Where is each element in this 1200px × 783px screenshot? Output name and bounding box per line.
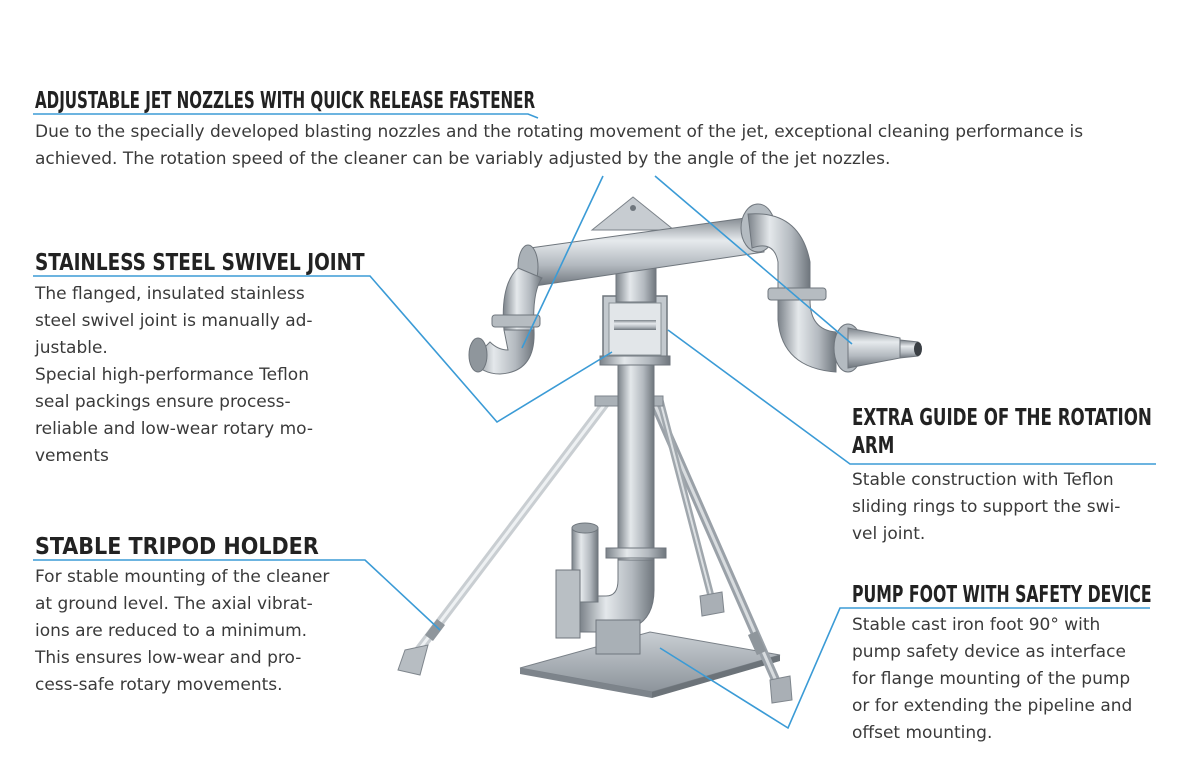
guide-text-line: vel joint. — [852, 524, 926, 544]
tripod-text-line: at ground level. The axial vibrat- — [35, 594, 313, 614]
guide-title: EXTRA GUIDE OF THE ROTATION ARM — [852, 404, 1152, 460]
swivel-text-line: The flanged, insulated stainless — [35, 284, 305, 304]
guide-title-line: ARM — [852, 433, 895, 459]
pump-text-line: pump safety device as interface — [852, 642, 1126, 662]
guide-title-line: EXTRA GUIDE OF THE ROTATION — [852, 405, 1152, 431]
swivel-title: STAINLESS STEEL SWIVEL JOINT — [35, 250, 365, 276]
nozzles-text: Due to the specially developed blasting … — [35, 119, 1175, 173]
nozzles-text-line: Due to the specially developed blasting … — [35, 122, 1084, 142]
leader-nozzles-left — [521, 175, 604, 349]
guide-text-line: Stable construction with Teflon — [852, 470, 1114, 490]
leader-nozzles-right — [654, 175, 853, 345]
pump-text: Stable cast iron foot 90° with pump safe… — [852, 612, 1162, 747]
nozzles-title: ADJUSTABLE JET NOZZLES WITH QUICK RELEAS… — [35, 88, 536, 114]
base-plate — [519, 631, 781, 698]
tripod-text: For stable mounting of the cleaner at gr… — [35, 564, 363, 699]
tripod-title: STABLE TRIPOD HOLDER — [35, 534, 319, 560]
swivel-text-line: seal packings ensure process- — [35, 392, 291, 412]
tripod-text-line: cess-safe rotary movements. — [35, 675, 283, 695]
main-column — [599, 295, 671, 571]
tripod-text-line: This ensures low-wear and pro- — [35, 648, 302, 668]
left-arm — [468, 267, 543, 375]
nozzles-text-line: achieved. The rotation speed of the clea… — [35, 149, 891, 169]
swivel-text-line: vements — [35, 446, 109, 466]
guide-text: Stable construction with Teflon sliding … — [852, 467, 1162, 548]
swivel-text-line: reliable and low-wear rotary mo- — [35, 419, 314, 439]
swivel-text-line: Special high-performance Teflon — [35, 365, 309, 385]
swivel-text: The flanged, insulated stainless steel s… — [35, 281, 363, 470]
tripod-text-line: ions are reduced to a minimum. — [35, 621, 308, 641]
pump-text-line: or for extending the pipeline and — [852, 696, 1133, 716]
swivel-text-line: justable. — [35, 338, 108, 358]
pump-title: PUMP FOOT WITH SAFETY DEVICE — [852, 582, 1152, 608]
leader-pump — [659, 607, 1150, 730]
pump-text-line: offset mounting. — [852, 723, 993, 743]
leader-swivel — [33, 275, 613, 424]
leader-nozzles-underline — [33, 113, 539, 119]
guide-text-line: sliding rings to support the swi- — [852, 497, 1121, 517]
pump-text-line: for flange mounting of the pump — [852, 669, 1131, 689]
swivel-text-line: steel swivel joint is manually ad- — [35, 311, 313, 331]
leader-guide — [667, 329, 1156, 465]
leader-lines — [33, 113, 1156, 730]
pump-text-line: Stable cast iron foot 90° with — [852, 615, 1101, 635]
tripod-text-line: For stable mounting of the cleaner — [35, 567, 330, 587]
leader-tripod — [33, 559, 441, 631]
pump-foot — [555, 522, 655, 655]
right-arm — [747, 213, 922, 373]
